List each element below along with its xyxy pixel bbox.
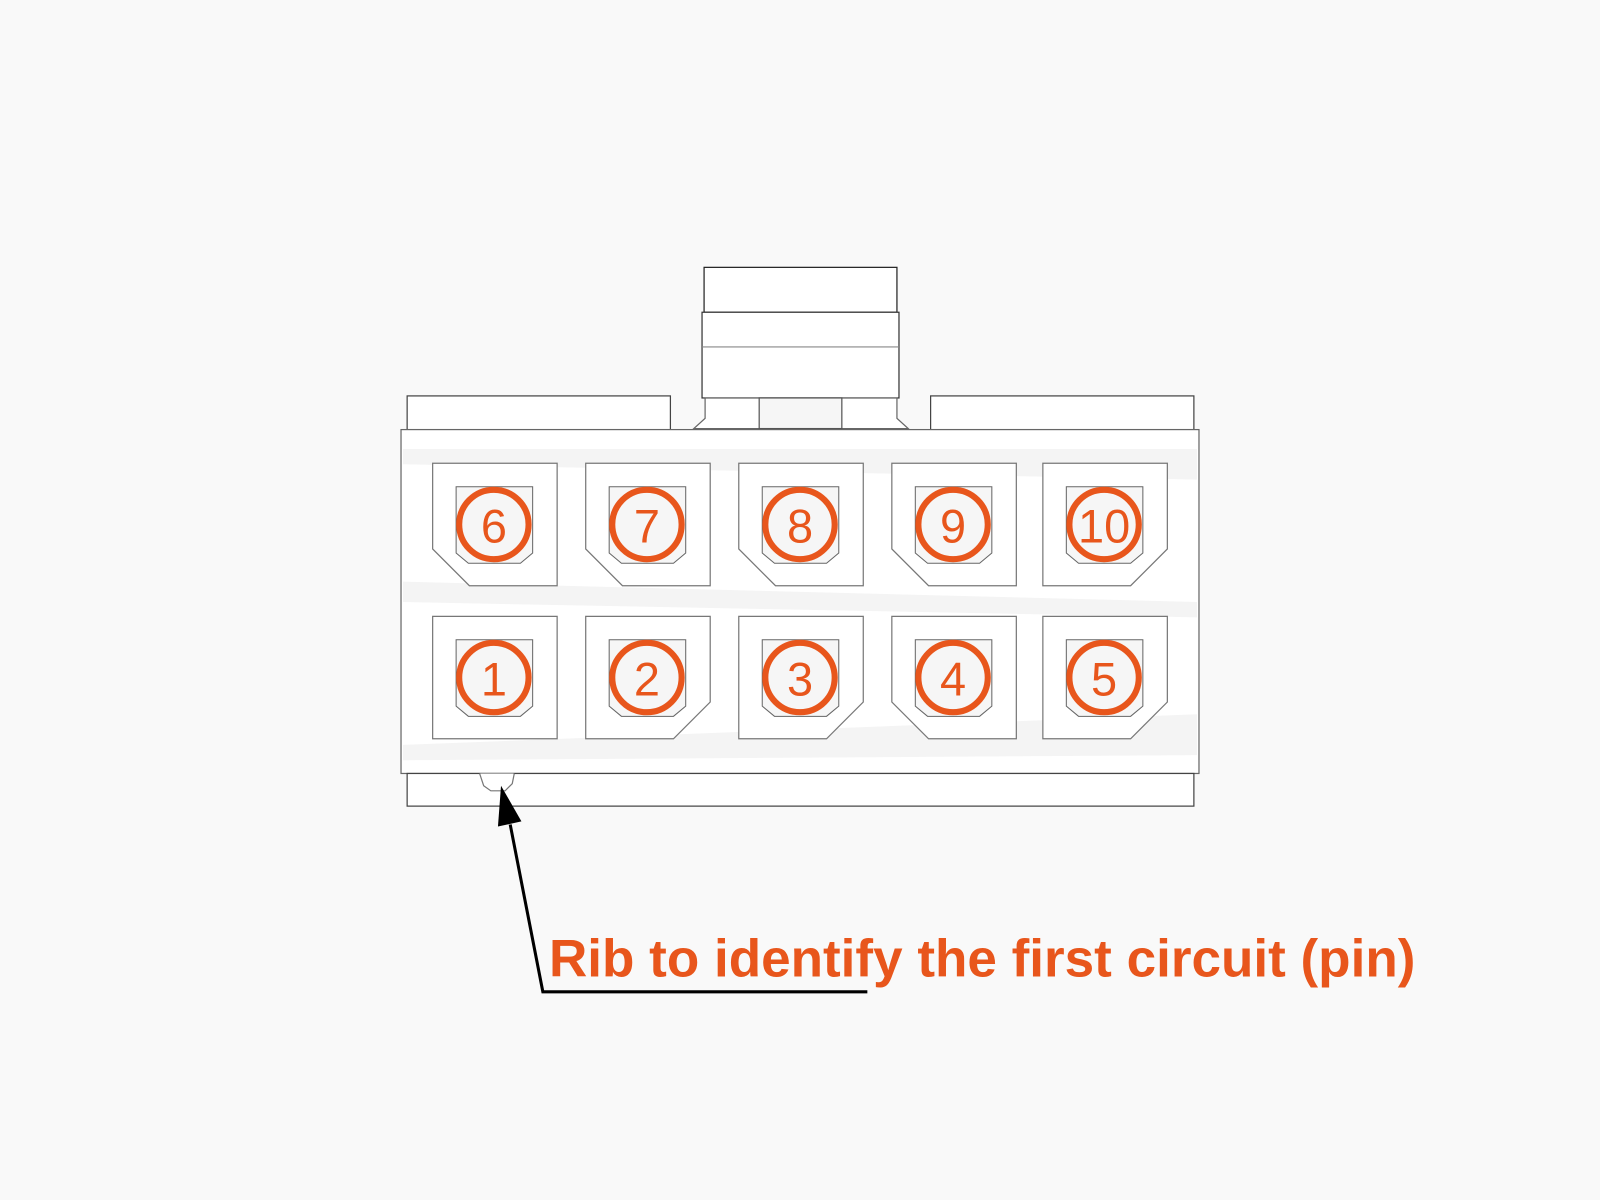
- left-shoulder: [406, 395, 672, 431]
- pin-cavity-4: 4: [891, 615, 1017, 740]
- terminal-socket: [914, 639, 993, 717]
- pin-label-3: 3: [787, 654, 813, 706]
- pin-label-7: 7: [634, 501, 660, 553]
- pin-circle: [762, 639, 838, 716]
- terminal-socket: [1065, 639, 1144, 717]
- leader-arrow: [497, 785, 868, 994]
- bottom-rail: [406, 772, 1195, 807]
- terminal-socket: [455, 639, 534, 717]
- pin-cavity-1: 1: [432, 615, 558, 740]
- latch-body: [701, 311, 900, 399]
- pin-label-5: 5: [1091, 654, 1117, 706]
- pin-cavities: 6 7 8 9 10 1 2 3 4 5: [432, 462, 1168, 740]
- pin-circle: [456, 486, 532, 563]
- latch-window: [758, 397, 843, 430]
- pin-label-9: 9: [940, 501, 966, 553]
- terminal-socket: [914, 486, 993, 564]
- pin-cavity-2: 2: [585, 615, 711, 740]
- arrowhead-icon: [497, 785, 522, 827]
- pin-label-8: 8: [787, 501, 813, 553]
- terminal-socket: [608, 486, 687, 564]
- terminal-socket: [761, 639, 840, 717]
- latch-top: [703, 266, 898, 313]
- pin-cavity-6: 6: [432, 462, 558, 587]
- pin-cavity-10: 10: [1042, 462, 1168, 587]
- pin-label-6: 6: [481, 501, 507, 553]
- pin-label-1: 1: [481, 654, 507, 706]
- pin-circle: [762, 486, 838, 563]
- terminal-socket: [455, 486, 534, 564]
- polarizing-rib: [479, 773, 515, 792]
- pin-circle: [915, 486, 991, 563]
- terminal-socket: [1065, 486, 1144, 564]
- pin-cavity-3: 3: [738, 615, 864, 740]
- pin-circle: [1066, 486, 1142, 563]
- pin-cavity-9: 9: [891, 462, 1017, 587]
- pin-label-4: 4: [940, 654, 966, 706]
- right-shoulder: [930, 395, 1195, 431]
- pin-circle: [609, 639, 685, 716]
- terminal-socket: [608, 639, 687, 717]
- pin-circle: [915, 639, 991, 716]
- pin-cavity-5: 5: [1042, 615, 1168, 740]
- terminal-socket: [761, 486, 840, 564]
- pin-label-10: 10: [1078, 501, 1130, 553]
- pin-label-2: 2: [634, 654, 660, 706]
- pin-circle: [1066, 639, 1142, 716]
- pin-circle: [456, 639, 532, 716]
- pin-cavity-8: 8: [738, 462, 864, 587]
- pin-cavity-7: 7: [585, 462, 711, 587]
- rib-caption: Rib to identify the first circuit (pin): [549, 930, 1415, 989]
- pin-circle: [609, 486, 685, 563]
